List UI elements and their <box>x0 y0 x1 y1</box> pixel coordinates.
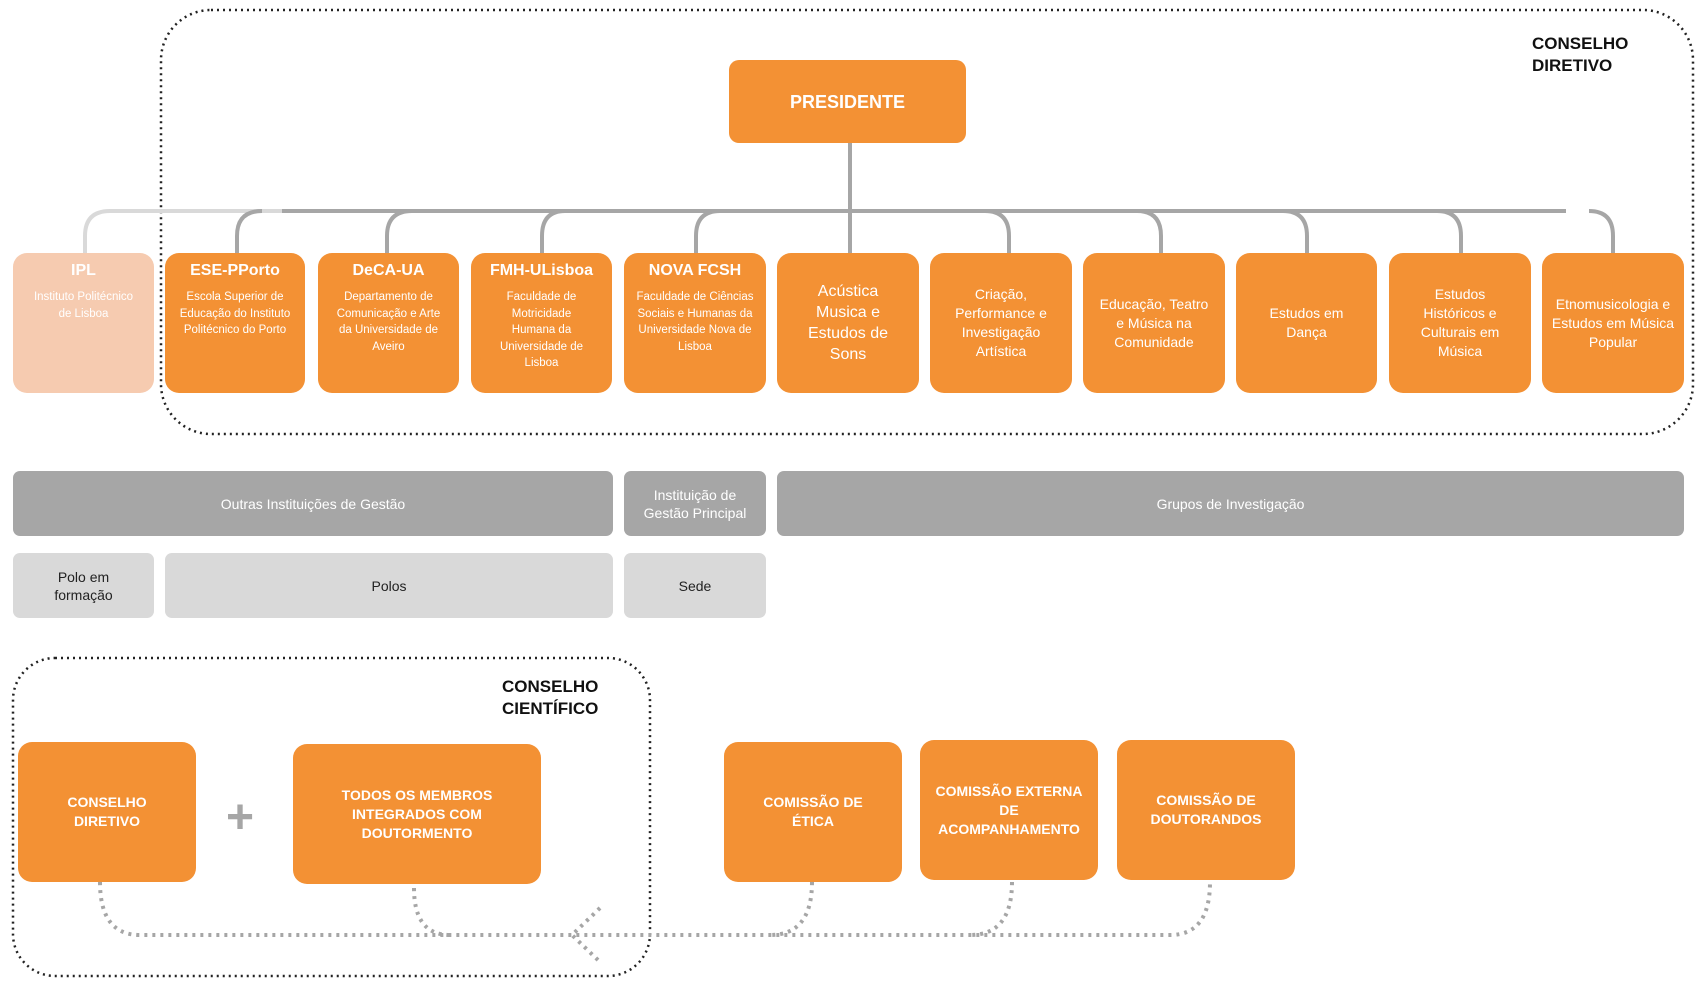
group-criacao[interactable]: Criação, Performance e Investigação Artí… <box>930 253 1072 393</box>
bar-sede[interactable]: Sede <box>624 553 766 618</box>
institution-title: DeCA-UA <box>352 262 425 279</box>
institution-nova-fcsh[interactable]: NOVA FCSH Faculdade de Ciências Sociais … <box>624 253 766 393</box>
group-etnomusicologia[interactable]: Etnomusicologia e Estudos em Música Popu… <box>1542 253 1684 393</box>
box-label: COMISSÃO DE ÉTICA <box>763 794 863 829</box>
group-label: Estudos em Dança <box>1269 305 1344 340</box>
box-label: TODOS OS MEMBROS INTEGRADOS COM DOUTORME… <box>341 786 493 841</box>
bar-outras-instituicoes[interactable]: Outras Instituições de Gestão <box>13 471 613 536</box>
conselho-cientifico-frame <box>11 656 652 978</box>
group-label: Acústica Musica e Estudos de Sons <box>807 283 889 363</box>
institution-subtitle: Instituto Politécnico de Lisboa <box>33 291 134 320</box>
institution-title: FMH-ULisboa <box>489 262 594 279</box>
institution-subtitle: Escola Superior de Educação do Instituto… <box>179 291 291 336</box>
conselho-diretivo-box[interactable]: CONSELHO DIRETIVO <box>18 742 196 882</box>
box-label: COMISSÃO DE DOUTORANDOS <box>1150 792 1262 827</box>
institution-ipl[interactable]: IPL Instituto Politécnico de Lisboa <box>13 253 154 393</box>
group-educacao[interactable]: Educação, Teatro e Música na Comunidade <box>1083 253 1225 393</box>
group-acustica[interactable]: Acústica Musica e Estudos de Sons <box>777 253 919 393</box>
institution-subtitle: Departamento de Comunicação e Arte da Un… <box>336 291 441 353</box>
bar-instituicao-principal[interactable]: Instituição de Gestão Principal <box>624 471 766 536</box>
group-historicos[interactable]: Estudos Históricos e Culturais em Música <box>1389 253 1531 393</box>
group-label: Educação, Teatro e Música na Comunidade <box>1099 295 1209 350</box>
box-label: CONSELHO DIRETIVO <box>67 794 147 829</box>
institution-fmh-ulisboa[interactable]: FMH-ULisboa Faculdade de Motricidade Hum… <box>471 253 612 393</box>
presidente-label: PRESIDENTE <box>789 91 906 112</box>
bar-polo-formacao[interactable]: Polo em formação <box>13 553 154 618</box>
comissao-doutorandos-box[interactable]: COMISSÃO DE DOUTORANDOS <box>1117 740 1295 880</box>
conselho-cientifico-label: CONSELHO CIENTÍFICO <box>502 677 599 718</box>
membros-box[interactable]: TODOS OS MEMBROS INTEGRADOS COM DOUTORME… <box>293 744 541 884</box>
group-label: Estudos Históricos e Culturais em Música <box>1420 286 1500 359</box>
bar-grupos-investigacao[interactable]: Grupos de Investigação <box>777 471 1684 536</box>
conselho-diretivo-label: CONSELHO DIRETIVO <box>1532 34 1629 75</box>
institution-title: IPL <box>71 262 96 279</box>
arrow-left-icon <box>569 906 602 964</box>
plus-icon: + <box>226 791 255 844</box>
comissao-etica-box[interactable]: COMISSÃO DE ÉTICA <box>724 742 902 882</box>
group-danca[interactable]: Estudos em Dança <box>1236 253 1377 393</box>
bar-polos[interactable]: Polos <box>165 553 613 618</box>
institution-subtitle: Faculdade de Ciências Sociais e Humanas … <box>636 291 754 353</box>
group-label: Criação, Performance e Investigação Artí… <box>955 286 1047 359</box>
institution-title: ESE-PPorto <box>190 262 280 279</box>
box-label: COMISSÃO EXTERNA DE ACOMPANHAMENTO <box>935 782 1083 837</box>
presidente-box[interactable]: PRESIDENTE <box>729 60 966 143</box>
institution-title: NOVA FCSH <box>648 262 742 279</box>
institution-subtitle: Faculdade de Motricidade Humana da Unive… <box>499 291 584 369</box>
comissao-externa-box[interactable]: COMISSÃO EXTERNA DE ACOMPANHAMENTO <box>920 740 1098 880</box>
institution-deca-ua[interactable]: DeCA-UA Departamento de Comunicação e Ar… <box>318 253 459 393</box>
conselho-diretivo-frame <box>159 8 1695 436</box>
group-label: Etnomusicologia e Estudos em Música Popu… <box>1551 295 1675 350</box>
institution-ese-pporto[interactable]: ESE-PPorto Escola Superior de Educação d… <box>165 253 305 393</box>
